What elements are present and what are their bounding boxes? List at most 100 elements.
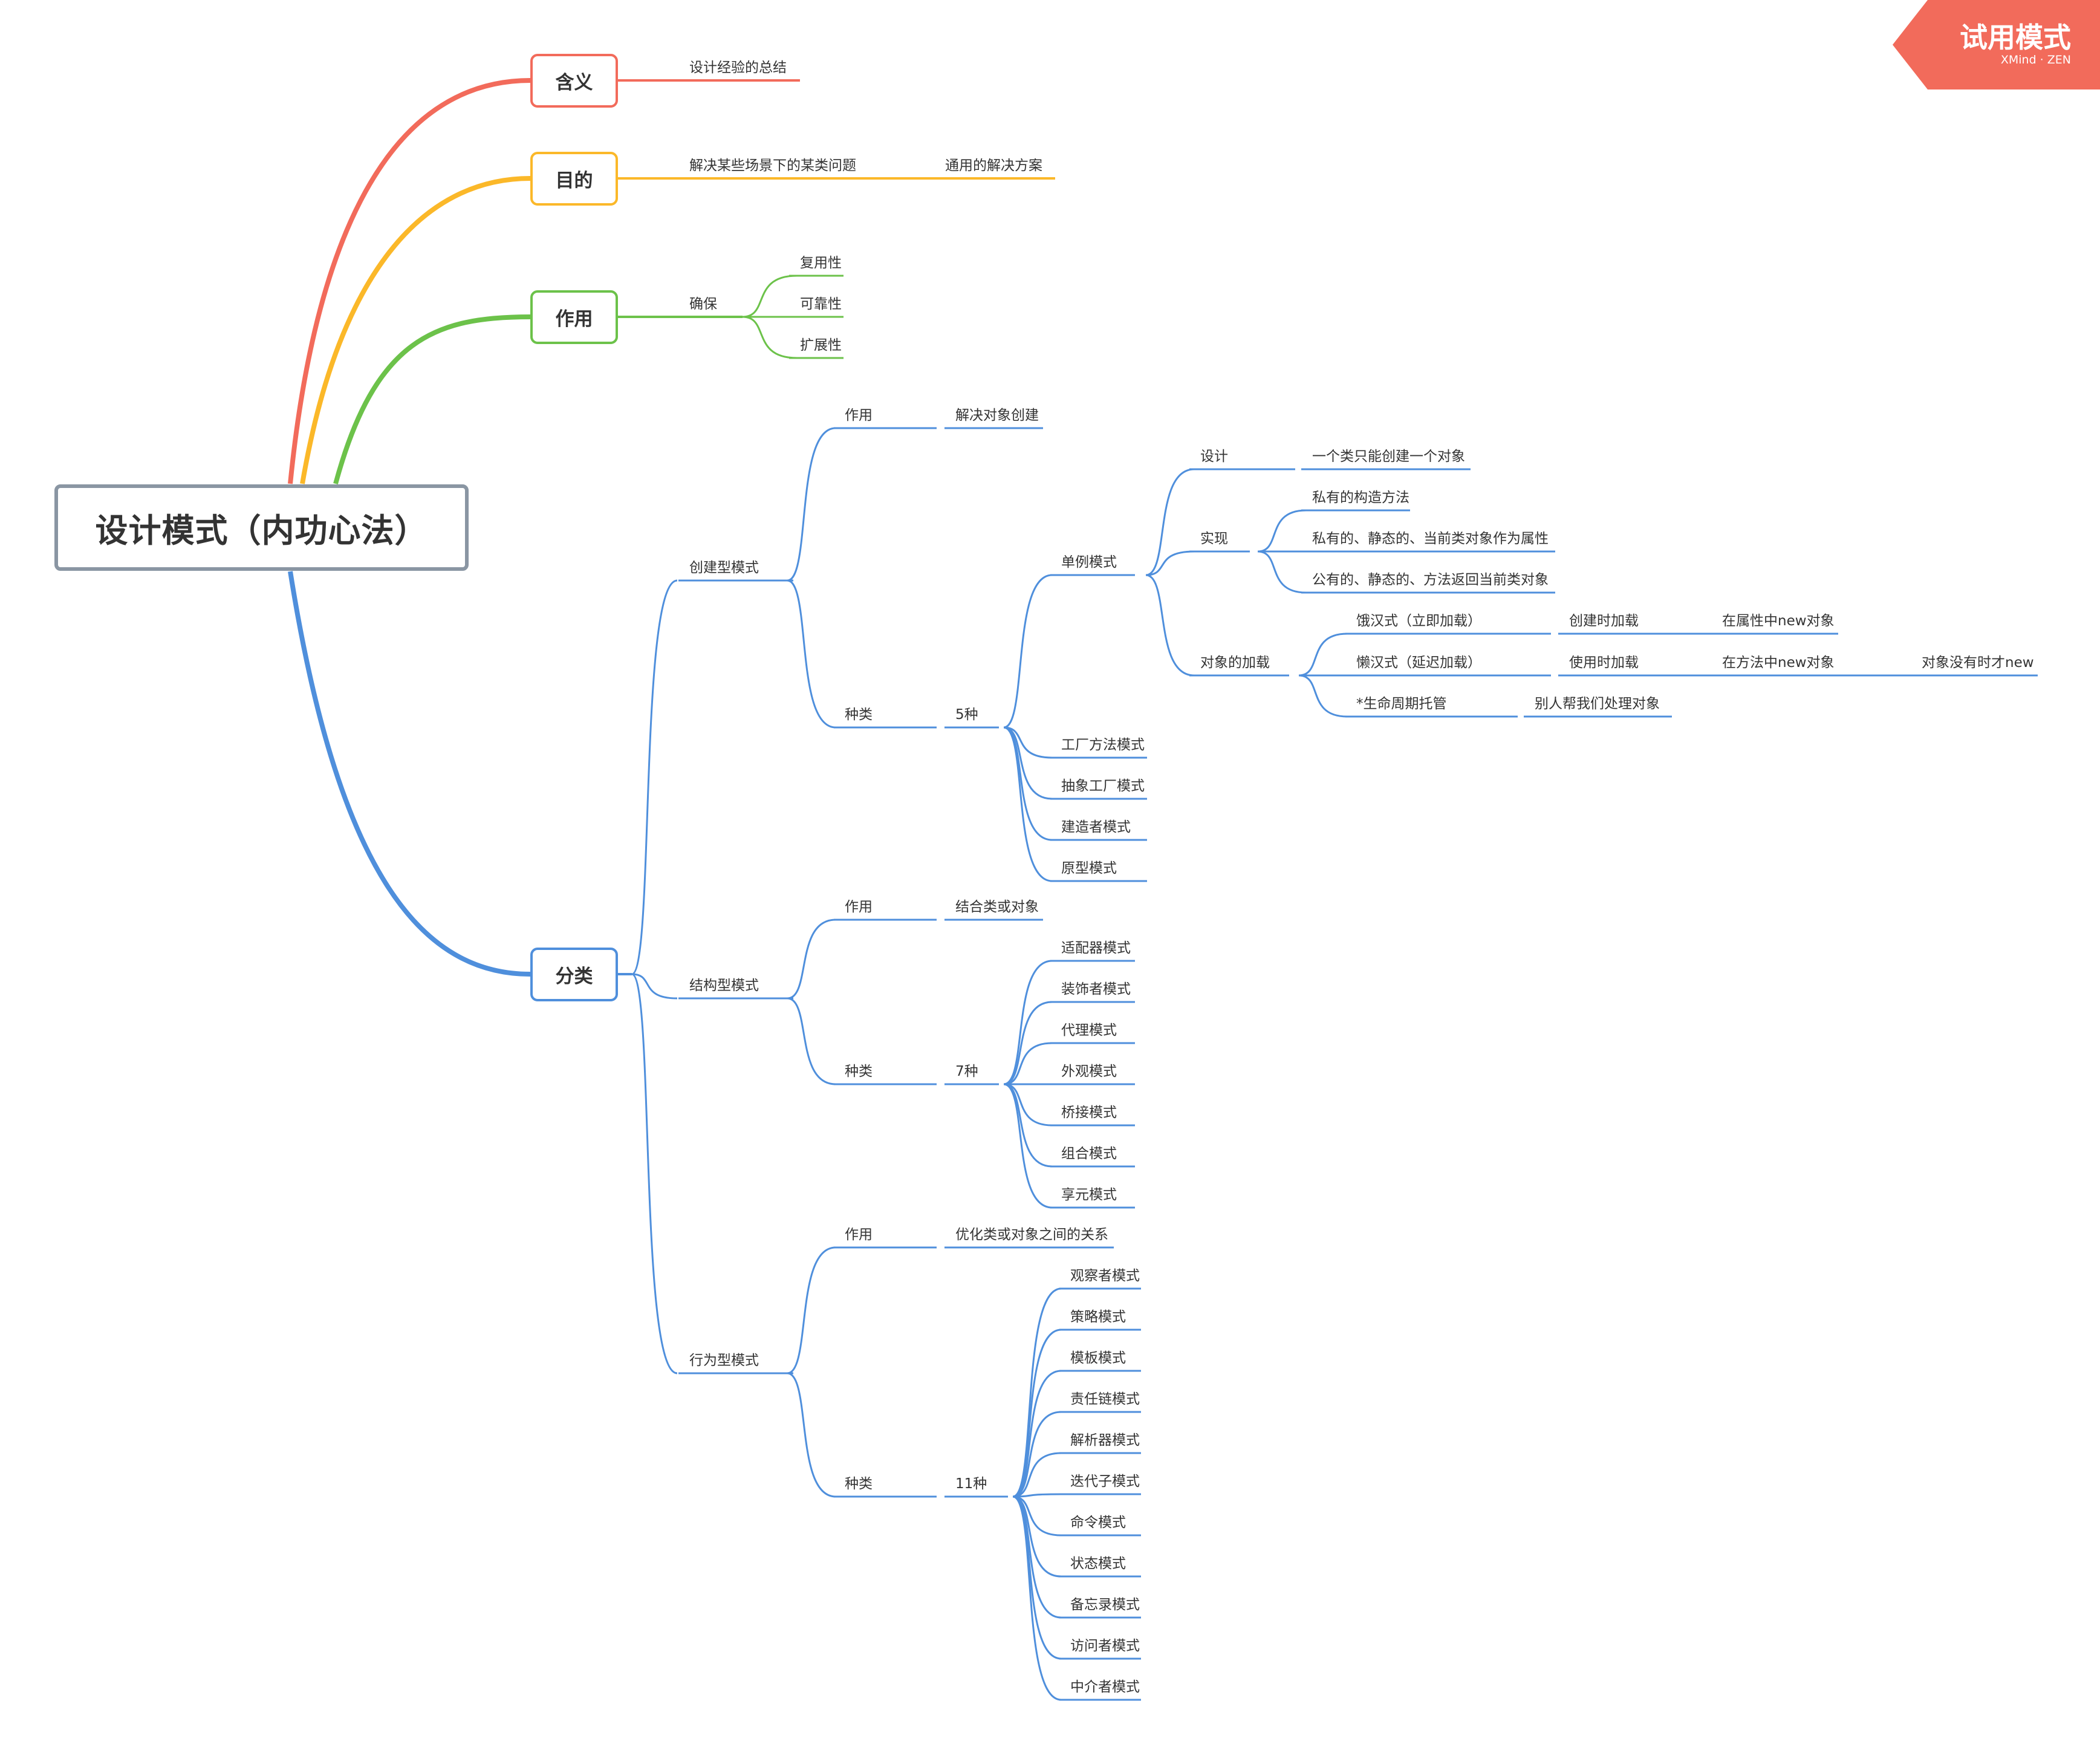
lazy-2[interactable]: 在方法中new对象 [1722,654,1835,672]
lifecycle-0[interactable]: *生命周期托管 [1356,695,1447,713]
behavioral-item-4[interactable]: 解析器模式 [1070,1431,1140,1449]
creational-connector [631,579,678,975]
structural-item-connector-1 [1003,1001,1053,1085]
behavioral-count[interactable]: 11种 [955,1475,987,1493]
structural-item-connector-2 [1003,1042,1053,1085]
singleton-loading-connector [1145,574,1195,677]
singleton-impl-label[interactable]: 实现 [1200,530,1228,548]
behavioral-role[interactable]: 优化类或对象之间的关系 [955,1226,1108,1244]
creational-label[interactable]: 创建型模式 [689,559,759,577]
creational-kinds-connector [787,579,836,729]
creational-item-2-text: 建造者模式 [1061,819,1131,835]
singleton-impl-2[interactable]: 公有的、静态的、方法返回当前类对象 [1312,571,1549,589]
behavioral-item-3[interactable]: 责任链模式 [1070,1390,1140,1408]
purpose-problem[interactable]: 解决某些场景下的某类问题 [689,157,856,175]
structural-item-1[interactable]: 装饰者模式 [1061,980,1131,998]
behavioral-item-connector-3 [1012,1411,1062,1498]
structural-role-label[interactable]: 作用 [845,898,873,916]
structural-count-text: 7种 [955,1064,978,1079]
behavioral-connector [631,973,678,1374]
behavioral-item-5-text: 迭代子模式 [1070,1474,1140,1489]
purpose-problem-text: 解决某些场景下的某类问题 [689,158,856,174]
topic-purpose[interactable]: 目的 [530,152,618,206]
lazy-0-text: 懒汉式（延迟加载） [1356,655,1481,671]
topic-meaning[interactable]: 含义 [530,54,618,108]
topic-category-label: 分类 [555,966,593,987]
singleton-design-label[interactable]: 设计 [1200,447,1228,466]
behavioral-role-label[interactable]: 作用 [845,1226,873,1244]
behavioral-kinds-label-text: 种类 [845,1476,873,1492]
creational-role-text: 解决对象创建 [955,408,1039,423]
creational-role-label[interactable]: 作用 [845,406,873,424]
creational-count[interactable]: 5种 [955,706,978,724]
singleton-design[interactable]: 一个类只能创建一个对象 [1312,447,1465,466]
eager-1[interactable]: 创建时加载 [1569,612,1639,630]
structural-item-5[interactable]: 组合模式 [1061,1145,1117,1163]
creational-role[interactable]: 解决对象创建 [955,406,1039,424]
topic-category[interactable]: 分类 [530,948,618,1001]
structural-count[interactable]: 7种 [955,1062,978,1081]
behavioral-item-8[interactable]: 备忘录模式 [1070,1596,1140,1614]
behavioral-item-connector-6 [1012,1495,1062,1537]
singleton-impl-0[interactable]: 私有的构造方法 [1312,489,1409,507]
lazy-3[interactable]: 对象没有时才new [1922,654,2034,672]
lazy-0[interactable]: 懒汉式（延迟加载） [1356,654,1481,672]
creational-kinds-label[interactable]: 种类 [845,706,873,724]
structural-item-4[interactable]: 桥接模式 [1061,1104,1117,1122]
singleton-impl-connector [1145,550,1195,576]
behavioral-item-9[interactable]: 访问者模式 [1070,1637,1140,1655]
structural-item-2[interactable]: 代理模式 [1061,1021,1117,1039]
singleton-impl-label-text: 实现 [1200,531,1228,547]
function-item-1[interactable]: 可靠性 [800,295,842,313]
singleton-impl-2-text: 公有的、静态的、方法返回当前类对象 [1312,572,1549,588]
singleton-label[interactable]: 单例模式 [1061,553,1117,571]
structural-item-connector-4 [1003,1083,1053,1127]
behavioral-item-connector-7 [1012,1495,1062,1578]
creational-item-1[interactable]: 抽象工厂模式 [1061,777,1145,795]
behavioral-item-1[interactable]: 策略模式 [1070,1308,1126,1326]
creational-item-3[interactable]: 原型模式 [1061,859,1117,877]
behavioral-item-7[interactable]: 状态模式 [1070,1555,1126,1573]
behavioral-item-5[interactable]: 迭代子模式 [1070,1472,1140,1491]
structural-role[interactable]: 结合类或对象 [955,898,1039,916]
creational-item-2[interactable]: 建造者模式 [1061,818,1131,836]
singleton-loading-label[interactable]: 对象的加载 [1200,654,1270,672]
eager-2[interactable]: 在属性中new对象 [1722,612,1835,630]
behavioral-item-2-text: 模板模式 [1070,1350,1126,1366]
root-topic[interactable]: 设计模式（内功心法） [54,484,469,571]
creational-kinds-label-text: 种类 [845,707,873,723]
creational-item-connector-1 [1003,726,1053,800]
topic-function[interactable]: 作用 [530,290,618,344]
structural-item-2-text: 代理模式 [1061,1023,1117,1038]
behavioral-item-0[interactable]: 观察者模式 [1070,1267,1140,1285]
function-item-2[interactable]: 扩展性 [800,336,842,354]
purpose-solution[interactable]: 通用的解决方案 [945,157,1042,175]
singleton-impl-1[interactable]: 私有的、静态的、当前类对象作为属性 [1312,530,1549,548]
behavioral-kinds-label[interactable]: 种类 [845,1475,873,1493]
behavioral-item-2[interactable]: 模板模式 [1070,1349,1126,1367]
meaning-summary[interactable]: 设计经验的总结 [689,59,787,77]
function-ensure[interactable]: 确保 [689,295,717,313]
structural-connector [631,973,678,1000]
behavioral-item-connector-9 [1012,1495,1062,1660]
behavioral-role-label-text: 作用 [845,1227,873,1243]
behavioral-item-6[interactable]: 命令模式 [1070,1514,1126,1532]
structural-item-0[interactable]: 适配器模式 [1061,939,1131,957]
structural-item-3[interactable]: 外观模式 [1061,1062,1117,1081]
behavioral-item-8-text: 备忘录模式 [1070,1597,1140,1613]
eager-0[interactable]: 饿汉式（立即加载） [1356,612,1481,630]
structural-item-5-text: 组合模式 [1061,1146,1117,1162]
lifecycle-1[interactable]: 别人帮我们处理对象 [1535,695,1660,713]
lazy-1[interactable]: 使用时加载 [1569,654,1639,672]
behavioral-label[interactable]: 行为型模式 [689,1351,759,1370]
function-item-0[interactable]: 复用性 [800,254,842,272]
function-branch-0 [742,275,798,318]
structural-label[interactable]: 结构型模式 [689,977,759,995]
creational-item-connector-3 [1003,726,1053,882]
singleton-impl-1-text: 私有的、静态的、当前类对象作为属性 [1312,531,1549,547]
creational-item-0[interactable]: 工厂方法模式 [1061,736,1145,754]
structural-kinds-label[interactable]: 种类 [845,1062,873,1081]
behavioral-item-10[interactable]: 中介者模式 [1070,1678,1140,1696]
branch-category [288,571,531,977]
structural-item-6[interactable]: 享元模式 [1061,1186,1117,1204]
